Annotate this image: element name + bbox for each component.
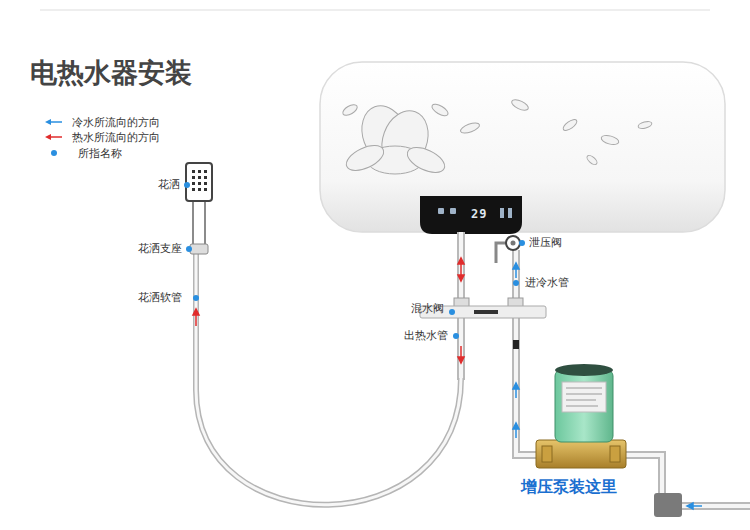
relief-valve-core (511, 241, 516, 246)
legend-text: 所指名称 (78, 146, 122, 161)
legend-text: 热水所流向的方向 (72, 130, 160, 145)
legend-arrow (45, 118, 63, 126)
pump-cap (555, 364, 613, 376)
part-name: 花洒支座 (138, 242, 182, 256)
part-name: 进冷水管 (525, 276, 569, 290)
legend-arrow (45, 133, 63, 141)
display-panel (420, 196, 522, 234)
relief-pipe (496, 243, 506, 263)
pump-nut (542, 446, 552, 462)
shower-holes (192, 170, 207, 191)
pump-body (555, 370, 613, 442)
relief-valve (506, 236, 520, 250)
display-reading: 29 (471, 207, 487, 221)
legend-row: 冷水所流向的方向 (45, 115, 160, 129)
pump-nut (610, 446, 620, 462)
pipes (196, 232, 750, 506)
part-name: 泄压阀 (529, 236, 562, 250)
shower-head (186, 163, 212, 201)
install-note: 增压泵装这里 (521, 477, 617, 497)
pump-base (536, 440, 626, 468)
diagram-title: 电热水器安装 (30, 56, 192, 90)
pipe-elbow (654, 493, 682, 517)
pipe-clip (513, 340, 519, 349)
part-name: 混水阀 (411, 302, 444, 316)
heater-tank (320, 62, 725, 232)
flower-pattern (341, 98, 652, 178)
legend-row: 所指名称 (45, 146, 122, 160)
valve-slot (474, 310, 498, 314)
hot-flow-arrows (193, 258, 464, 363)
legend-text: 冷水所流向的方向 (72, 115, 160, 130)
part-name: 出热水管 (404, 329, 448, 343)
cold-flow-arrows (513, 263, 702, 509)
part-name: 花洒 (158, 178, 180, 192)
legend-row: 热水所流向的方向 (45, 130, 160, 144)
part-name: 花洒软管 (138, 291, 182, 305)
name-dots (184, 182, 525, 339)
shower-handle (193, 200, 205, 246)
shower-holder (190, 244, 208, 254)
pump-sticker (562, 382, 606, 412)
legend-dot (51, 150, 57, 156)
top-rule (40, 9, 710, 11)
sticker-lines (566, 388, 602, 406)
